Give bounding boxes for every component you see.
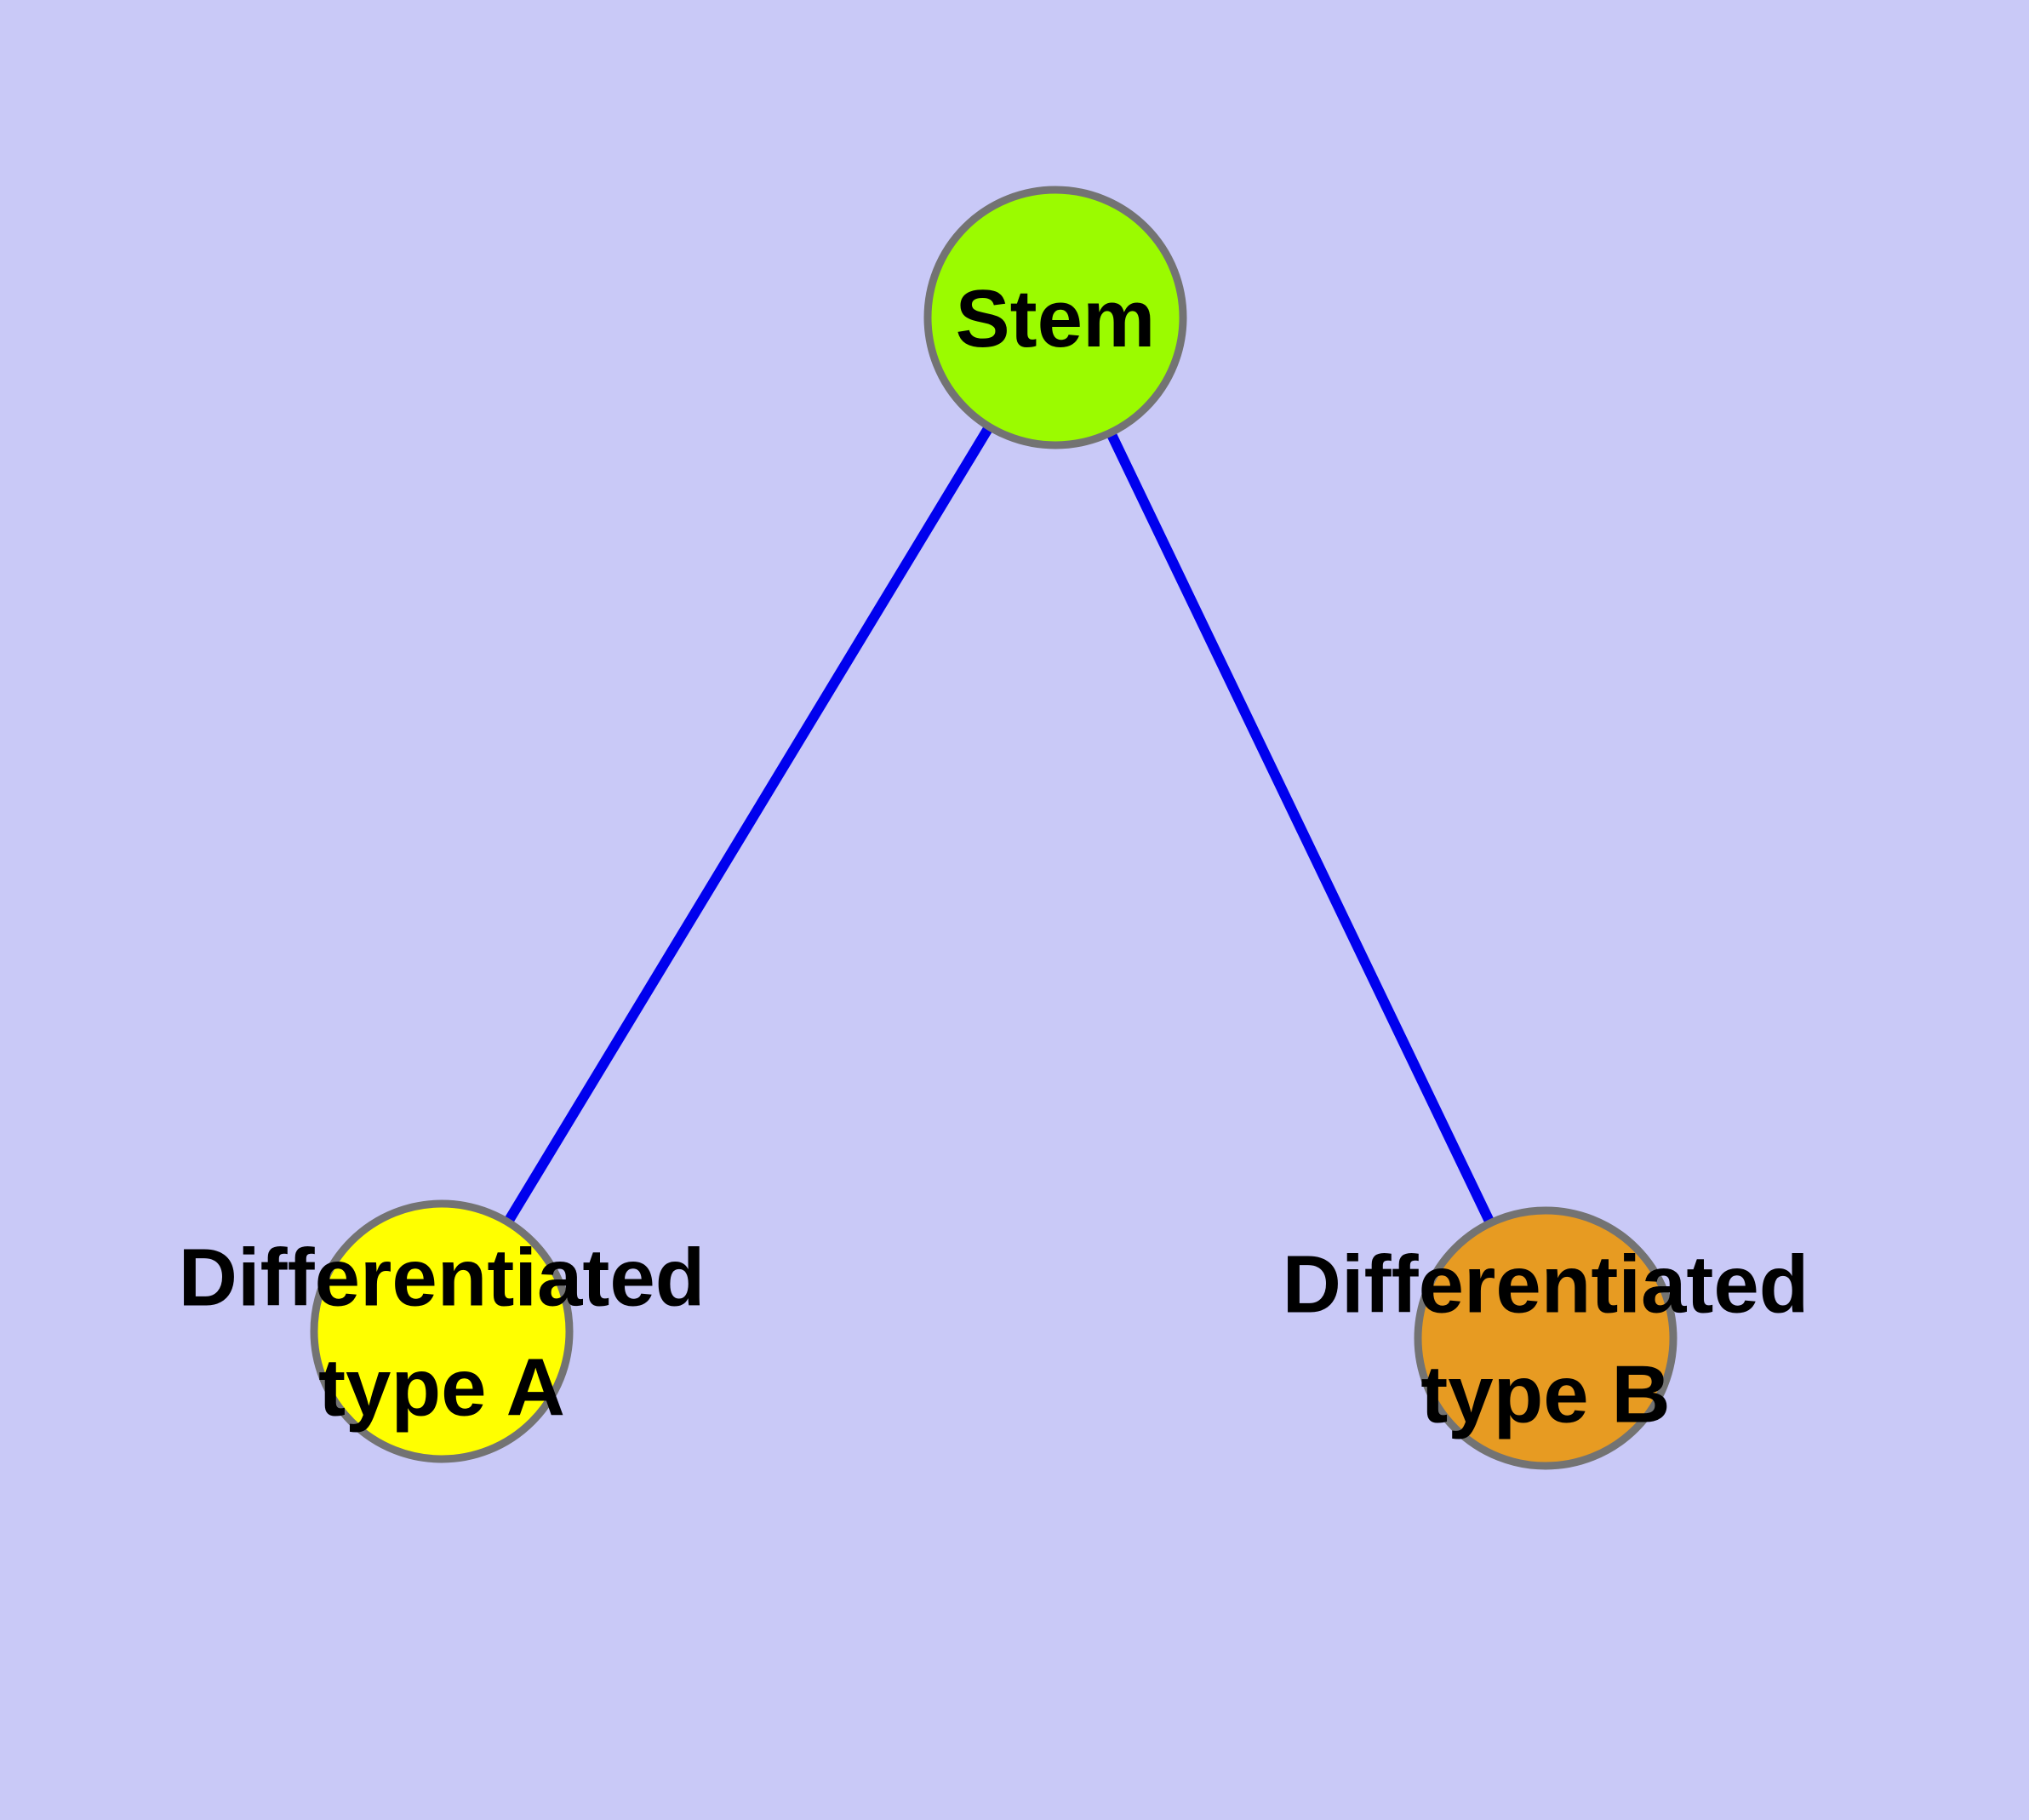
node-label-diff-b: Differentiated type B <box>1283 1239 1809 1440</box>
edge-stem-to-diff-a <box>437 314 1060 1335</box>
node-label-stem: Stem <box>956 273 1156 364</box>
node-label-line: Differentiated <box>179 1233 706 1324</box>
node-label-line: Stem <box>956 273 1156 364</box>
node-circle-diff-b <box>1414 1206 1677 1470</box>
node-circle-diff-a <box>310 1199 574 1463</box>
edge-stem-to-diff-b <box>1050 315 1551 1341</box>
node-label-line: type B <box>1420 1349 1670 1440</box>
node-label-line: type A <box>318 1342 565 1434</box>
node-label-line: Differentiated <box>1283 1239 1809 1331</box>
node-circle-stem <box>923 186 1187 449</box>
node-label-diff-a: Differentiated type A <box>179 1233 706 1434</box>
